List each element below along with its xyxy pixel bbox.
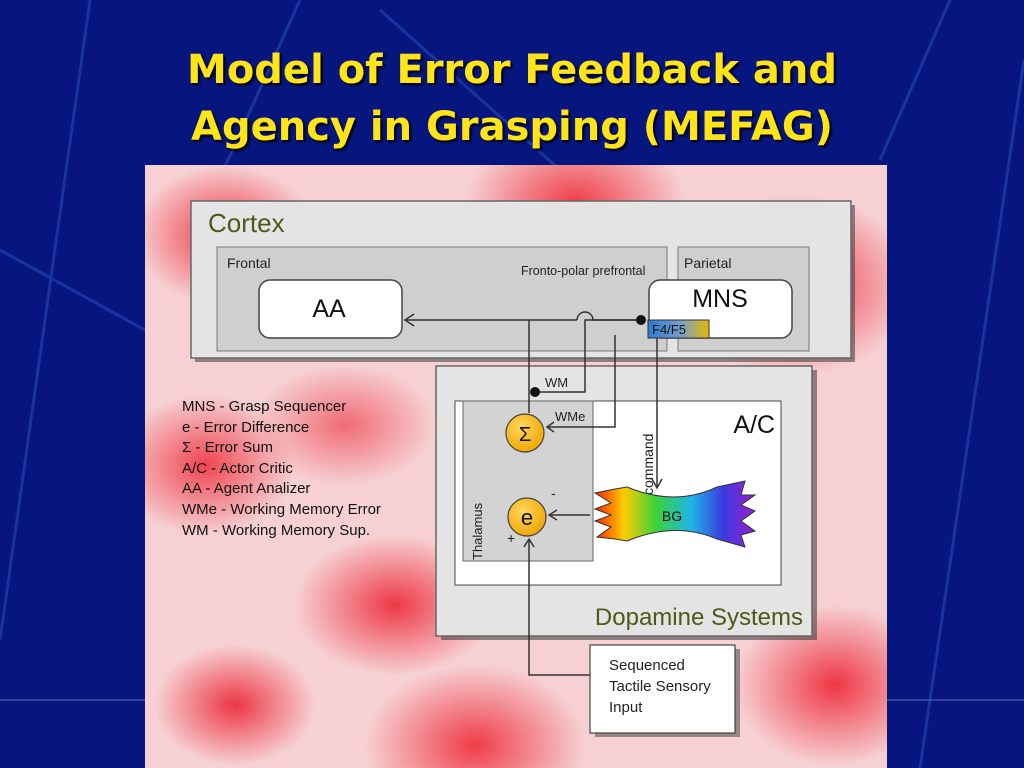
wme-label: WMe: [555, 409, 585, 424]
sensory-line-1: Sequenced: [609, 657, 685, 674]
plus-sign: +: [507, 530, 515, 546]
legend-item: MNS - Grasp Sequencer: [182, 398, 347, 415]
bg-label: BG: [662, 508, 682, 524]
legend-item: e - Error Difference: [182, 418, 310, 436]
e-label: e: [521, 505, 533, 530]
mns-label: MNS: [692, 285, 748, 313]
parietal-label: Parietal: [684, 255, 731, 271]
basal-ganglia-shape: BG: [593, 480, 757, 548]
dopamine-label: Dopamine Systems: [595, 604, 803, 631]
title-line-1: Model of Error Feedback and: [187, 47, 837, 93]
legend-item: AA - Agent Analizer: [182, 480, 311, 498]
legend-item: WMe - Working Memory Error: [182, 500, 381, 518]
error-node: e: [507, 497, 547, 537]
fronto-polar-label: Fronto-polar prefrontal: [521, 264, 645, 278]
junction-dot-wm: [530, 387, 540, 397]
f4f5-area: F4/F5: [647, 319, 710, 339]
frontal-label: Frontal: [227, 255, 271, 271]
sensory-line-2: Tactile Sensory: [609, 678, 711, 695]
legend-item: A/C - Actor Critic: [182, 459, 293, 477]
aa-box: AA: [258, 279, 403, 339]
thalamus-label: Thalamus: [470, 502, 485, 560]
mefag-diagram: Cortex Frontal Fronto-polar prefrontal P…: [190, 200, 855, 737]
junction-dot-mns: [636, 315, 646, 325]
legend: MNS - Grasp Sequencer e - Error Differen…: [182, 397, 442, 541]
sensory-line-3: Input: [609, 699, 643, 716]
minus-sign: -: [551, 485, 556, 501]
aa-label: AA: [312, 295, 346, 323]
sigma-node: Σ: [505, 413, 545, 453]
connections: [403, 311, 663, 676]
ac-label: A/C: [733, 411, 775, 439]
diagram-panel: Cortex Frontal Fronto-polar prefrontal P…: [145, 165, 887, 768]
sigma-label: Σ: [519, 424, 531, 446]
legend-item: Σ - Error Sum: [182, 439, 273, 457]
cortex-label: Cortex: [208, 208, 285, 238]
wm-label: WM: [545, 375, 568, 390]
slide-title: Model of Error Feedback and Agency in Gr…: [0, 42, 1024, 156]
f4f5-label: F4/F5: [652, 322, 686, 337]
legend-item: WM - Working Memory Sup.: [182, 521, 371, 539]
command-label: command: [640, 434, 656, 495]
sensory-input-box: Sequenced Tactile Sensory Input: [589, 644, 740, 737]
title-line-2: Agency in Grasping (MEFAG): [191, 104, 833, 150]
